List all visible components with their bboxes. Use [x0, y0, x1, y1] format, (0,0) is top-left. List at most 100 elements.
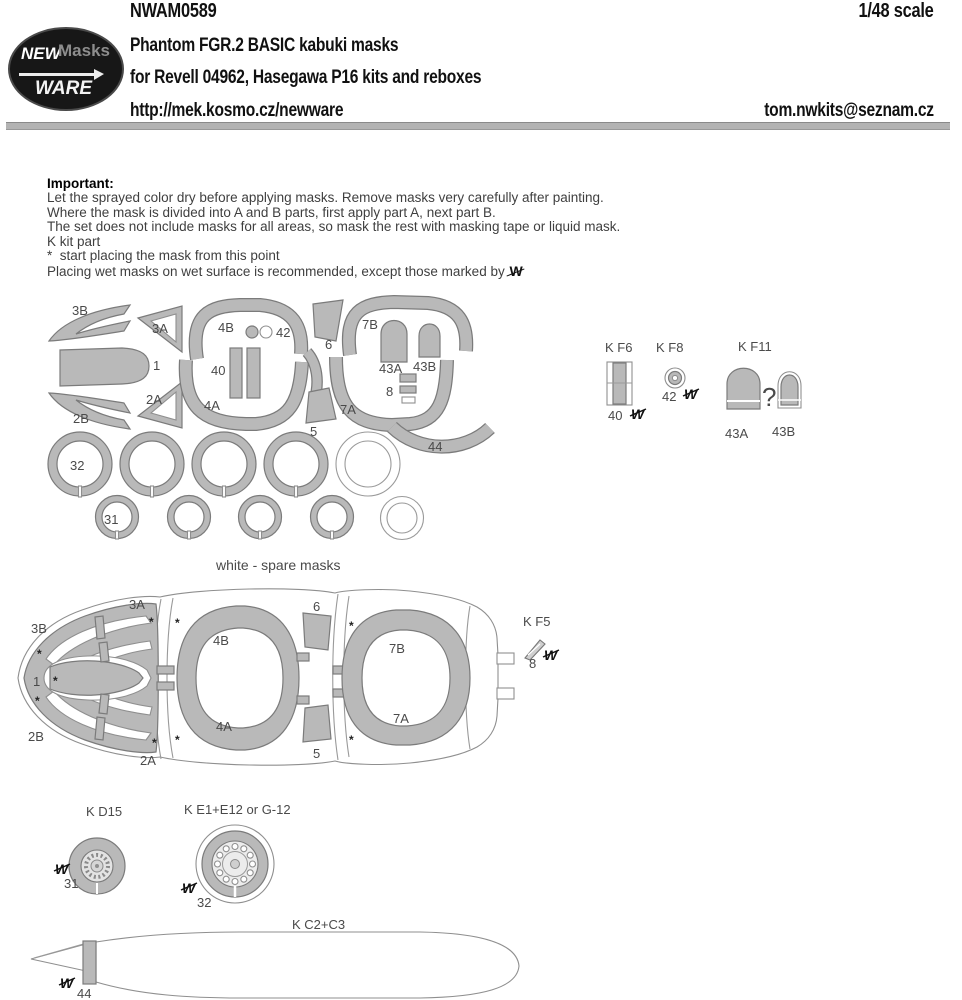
kit-label-e1: K E1+E12 or G-12 [184, 802, 291, 817]
spare-ring-outline [379, 495, 425, 541]
part-label-4b: 4B [218, 320, 234, 335]
note-line-text: Placing wet masks on wet surface is reco… [47, 263, 505, 279]
spare-masks-note: white - spare masks [215, 557, 340, 573]
mask-ring [167, 495, 211, 539]
start-point-star: * [175, 733, 180, 747]
kit-reference-f6: K F6 40 W [605, 340, 647, 423]
mask-44-band-fill [388, 422, 494, 453]
no-wet-slash [53, 863, 71, 872]
mask-43a-applied [726, 367, 761, 410]
no-wet-symbol: W [542, 647, 560, 663]
mask-3a-cutout [149, 313, 177, 344]
mask-5-shape [305, 387, 337, 424]
ring-slit [114, 530, 120, 540]
note-line: Placing wet masks on wet surface is reco… [47, 264, 687, 280]
canopy-diagram: 3A 3B 1 2B 2A 4B 4A 6 5 7B 7A * * * * * … [17, 588, 515, 768]
mask-43a-shape [380, 319, 408, 363]
no-wet-symbol: W [682, 386, 700, 402]
mask-2a-cutout [149, 390, 177, 421]
ring-outline [200, 440, 248, 488]
mask-ring [264, 432, 328, 496]
part-label-3b: 3B [31, 621, 47, 636]
start-point-star: * [175, 616, 180, 630]
part-label-40: 40 [608, 408, 622, 423]
mask-42-spare-dot [259, 325, 273, 339]
start-point-star: * [53, 674, 58, 688]
mask-8-spare-strip [401, 396, 416, 404]
start-point-star: * [37, 647, 42, 661]
kit-label-c2c3: K C2+C3 [292, 917, 345, 932]
part-label-1: 1 [33, 674, 40, 689]
ring-slit [293, 485, 299, 498]
part-label-2a: 2A [146, 392, 162, 407]
header-divider [6, 122, 950, 130]
note-line: The set does not include masks for all a… [47, 219, 621, 235]
website-url: http://mek.kosmo.cz/newware [130, 100, 344, 121]
start-point-star: * [149, 615, 154, 629]
ring-outline [272, 440, 320, 488]
mask-40-bar [246, 347, 261, 399]
canopy-seam-bar [296, 695, 310, 705]
no-wet-slash [58, 977, 76, 986]
canopy-seam-bar [156, 665, 175, 675]
no-wet-symbol: W [180, 880, 198, 896]
part-label-5: 5 [310, 424, 317, 439]
note-line: Let the sprayed color dry before applyin… [47, 190, 604, 205]
canopy-seam-bar [296, 652, 310, 662]
wheel-hub-hole [216, 869, 224, 877]
kit-reference-f11: K F11 ? 43A 43B [725, 339, 802, 441]
ring-slit [149, 485, 155, 498]
wheel-hub-hole [222, 875, 230, 883]
note-line: Where the mask is divided into A and B p… [47, 204, 496, 220]
ring-slit [186, 530, 192, 540]
ring-outline [173, 501, 205, 533]
canopy-mask-6 [302, 612, 332, 651]
part-label-5: 5 [313, 746, 320, 761]
part-label-43b: 43B [772, 424, 795, 439]
part-label-1: 1 [153, 358, 160, 373]
canopy-frame-bar [98, 693, 110, 715]
mask-43b-shape [418, 323, 441, 358]
tank-body-outline [95, 931, 520, 999]
notes-heading: Important: [47, 176, 114, 191]
ring-slit [329, 530, 335, 540]
canopy-frame-bar [94, 716, 106, 741]
mask-43b-applied [780, 374, 799, 406]
mask-4b-band-fill [189, 299, 307, 360]
mask-7a-band-fill [330, 356, 453, 431]
part-label-43a: 43A [379, 361, 402, 376]
kit-f8-center [671, 374, 679, 382]
canopy-seam [332, 593, 339, 761]
ring-outline [128, 440, 176, 488]
mask-7b-band-fill [343, 296, 472, 356]
part-label-40: 40 [211, 363, 225, 378]
mask-42-dot [245, 325, 259, 339]
mask-2b-shape [47, 392, 132, 430]
kit-reference-c2c3: K C2+C3 W 44 [30, 917, 520, 1000]
part-label-2b: 2B [73, 411, 89, 426]
note-line: K kit part [47, 233, 101, 249]
ring-slit [221, 485, 227, 498]
part-label-3a: 3A [152, 321, 168, 336]
wheel-hub-ring [222, 851, 248, 877]
wheel-hub-hole [216, 851, 224, 859]
start-point-star: * [35, 694, 40, 708]
kit-label-d15: K D15 [86, 804, 122, 819]
canopy-mask-5 [302, 704, 332, 743]
scale-label: 1/48 scale [858, 0, 934, 22]
canopy-frame-bar [94, 615, 106, 640]
kit-label-f5: K F5 [523, 614, 550, 629]
tank-nose-probe [30, 943, 87, 972]
product-title: Phantom FGR.2 BASIC kabuki masks [130, 35, 399, 56]
wheel-hub-hole [213, 860, 222, 868]
no-wet-slash [542, 649, 560, 658]
mask-ring [310, 495, 354, 539]
kit-f5-part [524, 639, 546, 661]
kit-label-f6: K F6 [605, 340, 632, 355]
spare-ring-outline [335, 431, 401, 497]
part-label-32: 32 [197, 895, 211, 910]
part-label-8: 8 [529, 656, 536, 671]
part-label-4a: 4A [216, 719, 232, 734]
part-label-42: 42 [662, 389, 676, 404]
